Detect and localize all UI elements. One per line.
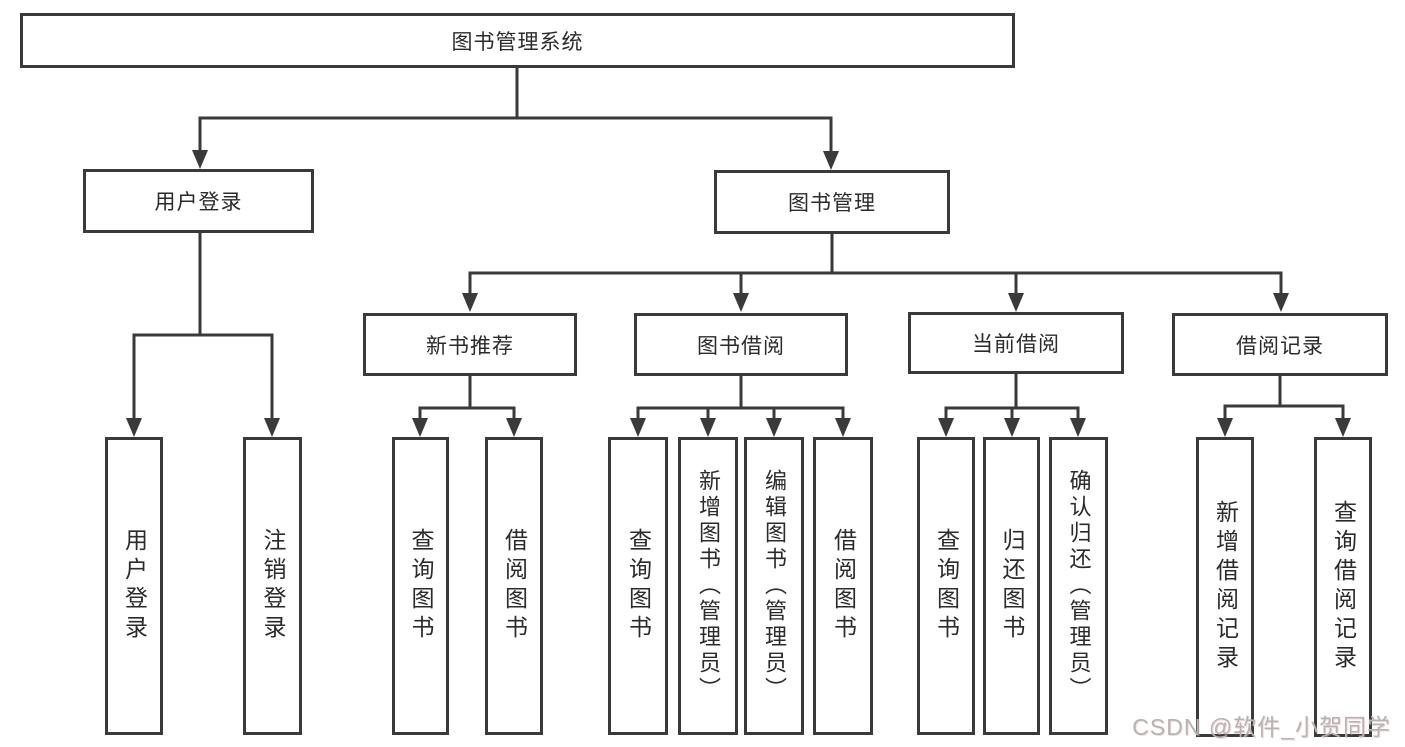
- node-label: 图书管理系统: [451, 30, 584, 54]
- node-label: 借阅图书: [501, 528, 528, 644]
- node-label: 新书推荐: [426, 334, 514, 358]
- leaf-rec-borrow-books: 借阅图书: [485, 437, 543, 735]
- node-current-borrowing: 当前借阅: [908, 312, 1124, 374]
- node-label: 查询图书: [408, 528, 434, 644]
- node-new-book-recommend: 新书推荐: [363, 313, 577, 376]
- leaf-user-login: 用户登录: [105, 437, 163, 735]
- leaf-cb-return-books: 归还图书: [983, 437, 1040, 735]
- leaf-cb-confirm-return-admin: 确认归还（管理员）: [1049, 437, 1108, 735]
- node-book-borrowing: 图书借阅: [634, 313, 848, 376]
- leaf-cb-query-books: 查询图书: [917, 437, 975, 735]
- node-label: 用户登录: [154, 191, 243, 214]
- leaf-rec-query-books: 查询图书: [392, 437, 449, 735]
- node-label: 借阅图书: [830, 528, 857, 644]
- leaf-bb-borrow-books: 借阅图书: [813, 437, 873, 735]
- node-label: 归还图书: [999, 528, 1025, 644]
- node-label: 当前借阅: [972, 333, 1060, 356]
- node-label: 新增图书（管理员）: [696, 469, 721, 703]
- node-book-management: 图书管理: [714, 170, 950, 234]
- node-library-management-system: 图书管理系统: [20, 13, 1015, 68]
- leaf-bb-edit-books-admin: 编辑图书（管理员）: [744, 437, 804, 735]
- node-borrowing-records: 借阅记录: [1172, 313, 1388, 376]
- node-label: 编辑图书（管理员）: [762, 469, 787, 703]
- node-label: 注销登录: [260, 528, 286, 644]
- leaf-logout: 注销登录: [243, 437, 302, 735]
- node-label: 新增借阅记录: [1212, 500, 1239, 674]
- leaf-br-query-record: 查询借阅记录: [1314, 437, 1372, 737]
- node-label: 查询图书: [625, 528, 652, 644]
- node-label: 确认归还（管理员）: [1066, 469, 1092, 703]
- node-user-login: 用户登录: [83, 169, 314, 233]
- node-label: 用户登录: [121, 528, 148, 644]
- leaf-bb-query-books: 查询图书: [608, 437, 668, 735]
- node-label: 查询图书: [933, 528, 960, 644]
- node-label: 图书借阅: [697, 334, 785, 358]
- leaf-br-add-record: 新增借阅记录: [1196, 437, 1254, 737]
- node-label: 借阅记录: [1236, 334, 1324, 358]
- node-label: 图书管理: [788, 192, 876, 215]
- node-label: 查询借阅记录: [1330, 500, 1357, 674]
- watermark-text: CSDN @软件_小贺同学: [1132, 714, 1391, 740]
- leaf-bb-add-books-admin: 新增图书（管理员）: [678, 437, 738, 735]
